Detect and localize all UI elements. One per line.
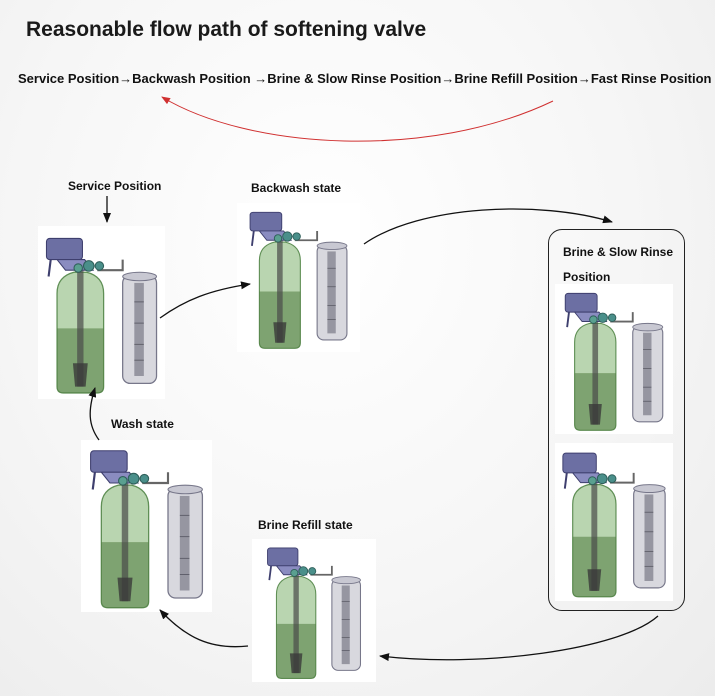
panel-service: [38, 226, 165, 399]
softener-illustration: [90, 450, 204, 609]
panel-wash: [81, 440, 212, 612]
panel-brine-slow-rinse-2: [555, 443, 673, 601]
brine-tank: [633, 484, 666, 589]
control-valve: [249, 211, 319, 246]
label-service: Service Position: [68, 179, 162, 193]
panel-brine-refill: [252, 539, 376, 682]
return-arrow: [161, 96, 554, 142]
control-valve: [90, 450, 170, 490]
label-brine-refill: Brine Refill state: [258, 518, 353, 532]
panel-brine-slow-rinse-1: [555, 284, 673, 434]
resin-tank: [258, 240, 301, 349]
resin-tank: [572, 482, 617, 598]
arrow-wash-to-service: [88, 387, 100, 441]
brine-tank: [167, 484, 204, 599]
resin-tank: [100, 483, 150, 609]
brine-tank: [122, 271, 158, 385]
brine-tank: [316, 241, 348, 341]
brine-tank: [632, 322, 664, 423]
arrow-backwash-to-brine: [363, 208, 613, 245]
resin-tank: [574, 321, 617, 431]
position-sequence: Service Position→Backwash Position →Brin…: [18, 71, 712, 86]
brine-tank: [331, 576, 362, 671]
softener-illustration: [562, 452, 666, 598]
control-valve: [267, 547, 333, 581]
brine-slow-rinse-group: [548, 229, 685, 611]
panel-backwash: [237, 203, 360, 352]
resin-tank: [275, 574, 317, 679]
softener-illustration: [249, 211, 348, 349]
arrow-brine-to-refill: [379, 615, 659, 662]
control-valve: [564, 292, 634, 328]
control-valve: [562, 452, 635, 489]
diagram-title: Reasonable flow path of softening valve: [26, 18, 427, 41]
arrow-service-to-backwash: [159, 281, 251, 319]
softener-illustration: [45, 237, 158, 394]
resin-tank: [56, 270, 105, 394]
softener-illustration: [267, 547, 362, 679]
label-brine-slow-rinse: Brine & Slow Rinse Position: [563, 245, 674, 284]
label-wash: Wash state: [111, 417, 174, 431]
label-backwash: Backwash state: [251, 181, 342, 195]
softener-illustration: [564, 292, 664, 431]
control-valve: [45, 237, 124, 277]
arrow-refill-to-wash: [159, 609, 249, 648]
